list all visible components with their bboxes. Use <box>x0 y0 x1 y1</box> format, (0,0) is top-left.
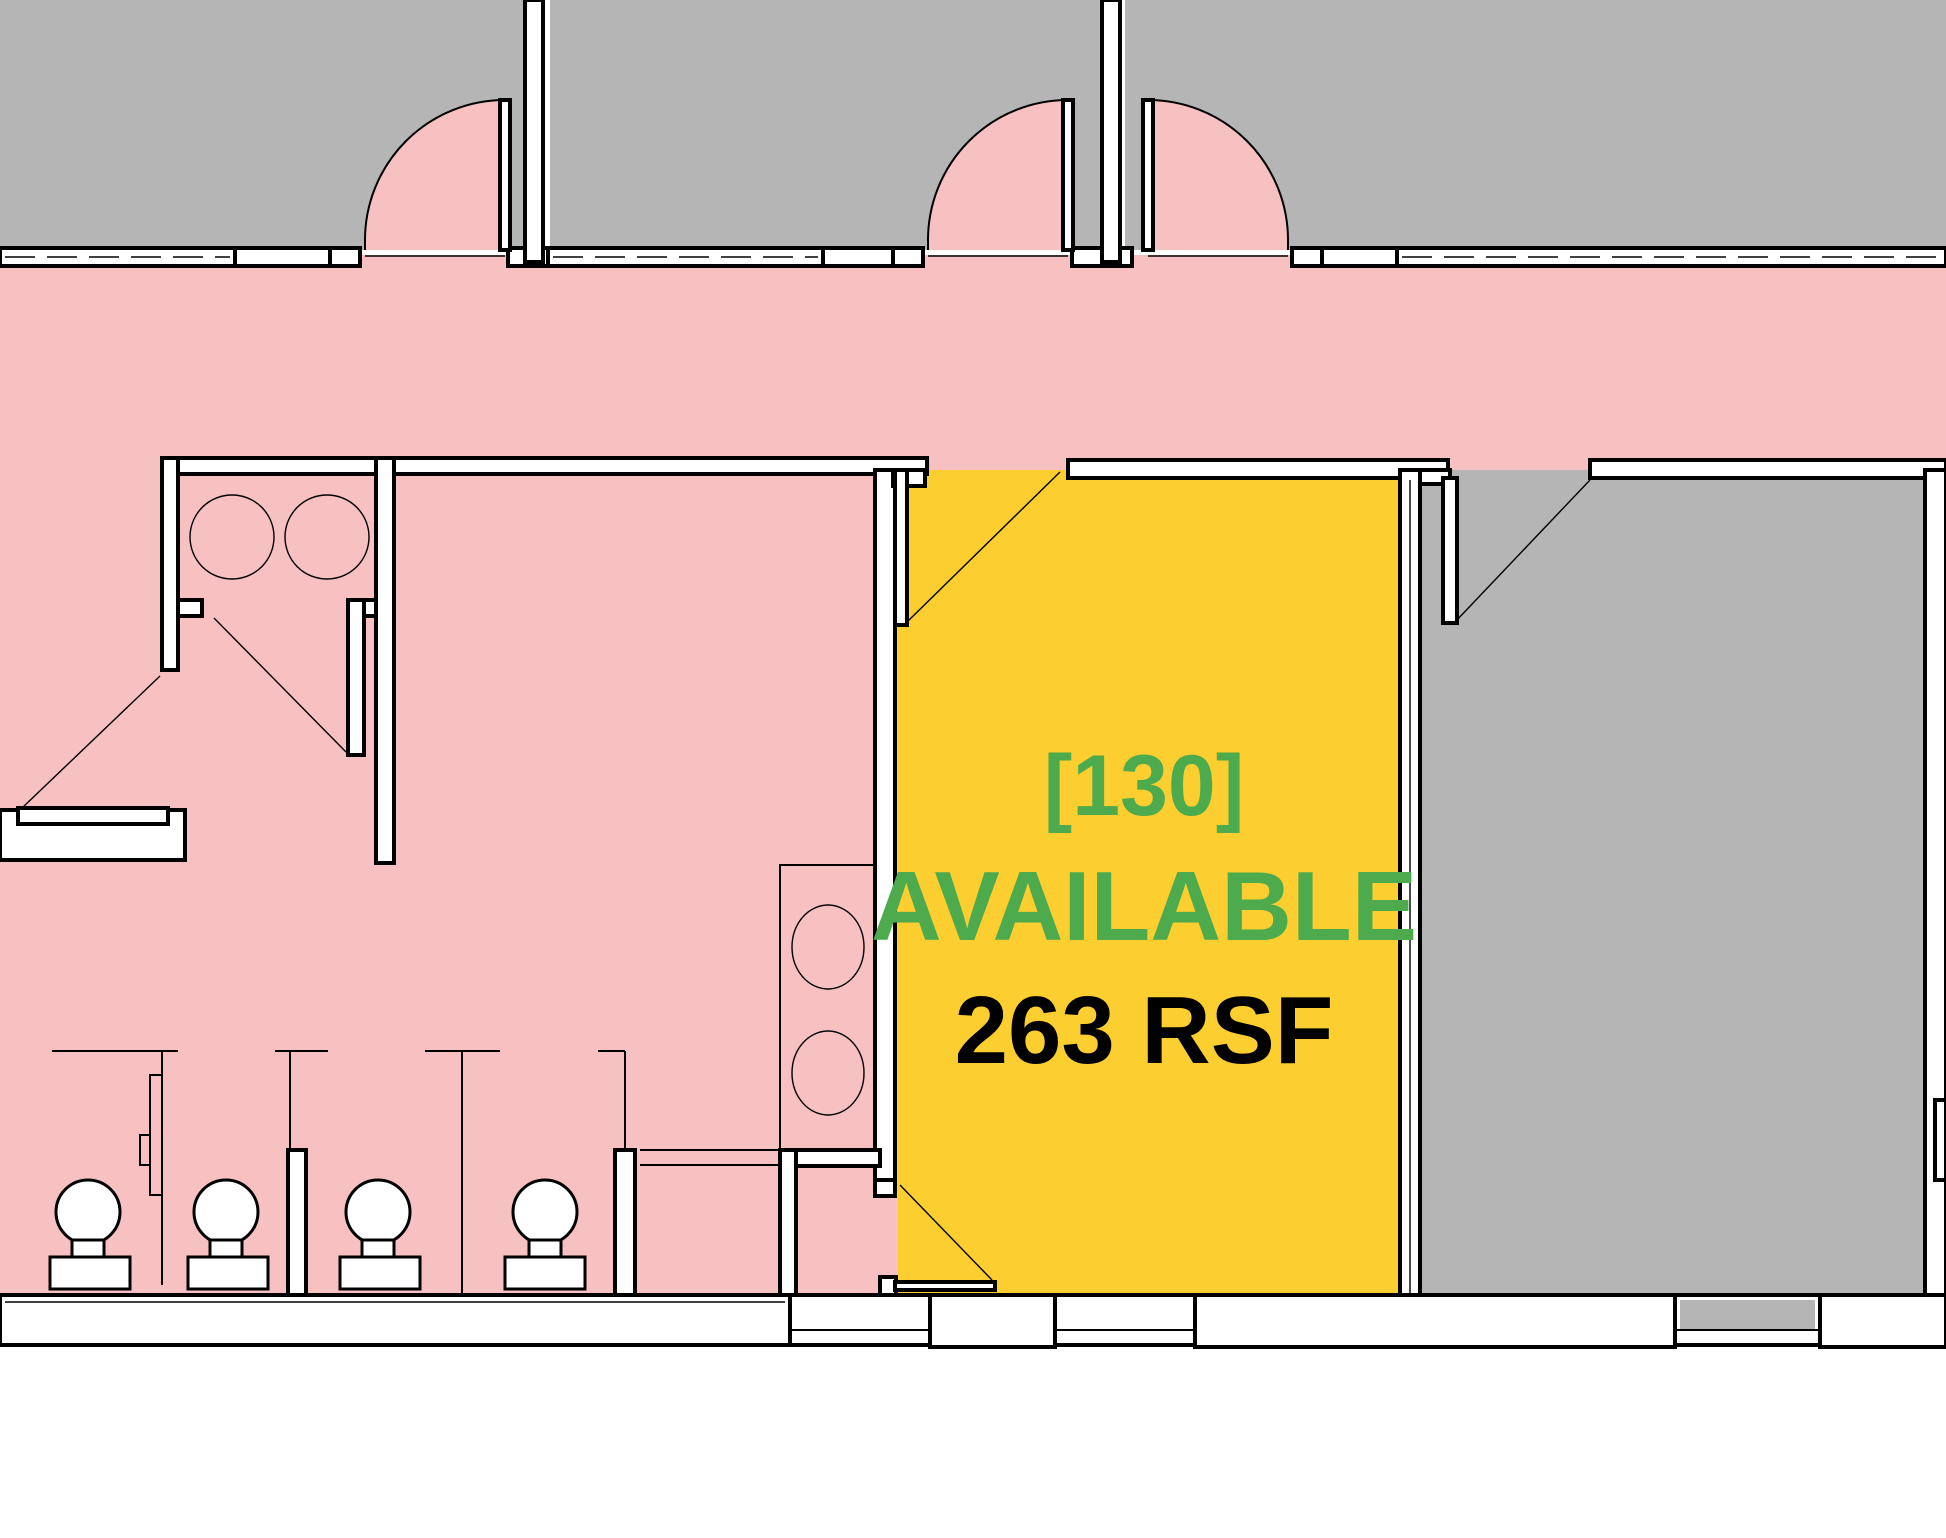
vestibule-door-swing <box>899 1184 993 1281</box>
janitor-sink-2 <box>284 494 370 580</box>
suite-130-door-swing <box>906 471 1061 623</box>
suite-walls <box>893 458 1946 1302</box>
unit-status: AVAILABLE <box>871 851 1417 961</box>
demising-wall-top-1 <box>523 0 545 264</box>
door-swing-fill-3 <box>1148 100 1288 250</box>
toilet-4 <box>503 1178 587 1291</box>
suite-right <box>1420 470 1926 1295</box>
door-swing-fill-2 <box>928 100 1068 250</box>
top-storefront-wall <box>0 246 1946 268</box>
available-suite-130 <box>898 470 1400 1295</box>
lavatory-counter <box>640 864 876 1166</box>
doors-top <box>364 98 1289 252</box>
bottom-exterior-wall <box>0 1293 1946 1349</box>
toilet-1 <box>48 1178 132 1291</box>
toilet-2 <box>186 1178 270 1291</box>
suite-right-door-swing <box>1454 479 1591 623</box>
door-swing-fill-1 <box>365 100 505 250</box>
demising-wall-top-2 <box>1100 0 1122 264</box>
restroom-walls <box>0 456 929 1302</box>
toilets <box>48 1178 587 1291</box>
unit-area: 263 RSF <box>955 977 1334 1084</box>
unit-number: [130] <box>1044 738 1245 834</box>
toilet-3 <box>338 1178 422 1291</box>
janitor-sink-1 <box>189 494 275 580</box>
